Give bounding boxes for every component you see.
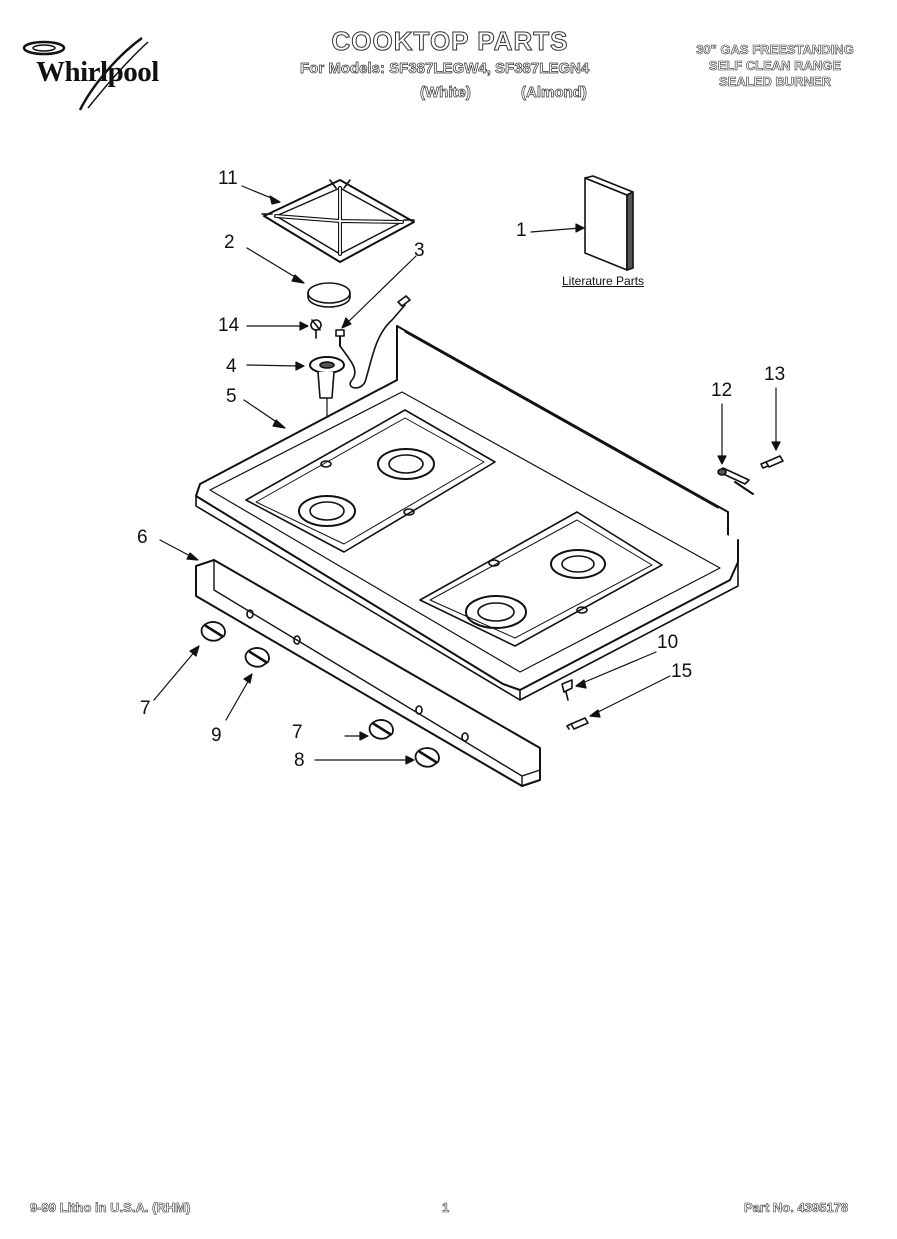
callout-5: 5 xyxy=(226,386,237,407)
callout-9: 9 xyxy=(211,725,222,746)
variant-white: (White) xyxy=(420,84,472,102)
control-knob xyxy=(414,747,440,768)
variant-almond: (Almond) xyxy=(521,84,588,102)
callout-7: 7 xyxy=(140,698,151,719)
control-knob xyxy=(368,719,394,740)
burner-screw xyxy=(310,319,322,339)
callout-14: 14 xyxy=(218,315,240,336)
hinge-bracket xyxy=(717,467,754,495)
callout-10: 10 xyxy=(657,632,679,653)
page-number: 1 xyxy=(442,1200,450,1216)
control-panel-strip xyxy=(195,559,541,787)
callout-2: 2 xyxy=(224,232,235,253)
brand-name: Whirlpool xyxy=(36,56,159,88)
spark-igniter xyxy=(335,295,411,389)
control-knob xyxy=(244,647,270,668)
print-info: 9-99 Litho in U.S.A. (RHM) xyxy=(30,1200,191,1216)
spring-clip xyxy=(561,679,573,701)
part-number: Part No. 4395178 xyxy=(744,1200,849,1216)
spec-line: SELF CLEAN RANGE xyxy=(708,58,842,74)
burner-grate xyxy=(261,179,415,263)
callout-4: 4 xyxy=(226,356,237,377)
color-variants: (White) (Almond) xyxy=(420,84,588,102)
callout-11: 11 xyxy=(218,168,238,189)
callout-7: 7 xyxy=(292,722,303,743)
spec-block: 30" GAS FREESTANDING SELF CLEAN RANGE SE… xyxy=(660,42,890,90)
control-knobs xyxy=(200,621,440,768)
mounting-bolt xyxy=(760,455,784,469)
spec-line: 30" GAS FREESTANDING xyxy=(696,42,854,58)
models-line: For Models: SF387LEGW4, SF387LEGN4 xyxy=(300,60,590,78)
literature-booklet xyxy=(584,175,634,271)
callout-8: 8 xyxy=(294,750,305,771)
callout-1: 1 xyxy=(516,220,527,241)
callout-3: 3 xyxy=(414,240,425,261)
control-knob xyxy=(200,621,226,642)
whirlpool-logo: Whirlpool xyxy=(22,36,182,116)
literature-parts-caption: Literature Parts xyxy=(562,274,645,288)
panel-screw xyxy=(566,717,589,730)
burner-cap xyxy=(307,282,351,308)
callout-6: 6 xyxy=(137,527,148,548)
callout-12: 12 xyxy=(711,380,733,401)
whirlpool-swirl-icon xyxy=(22,36,149,111)
callout-13: 13 xyxy=(764,364,786,385)
leader-lines xyxy=(153,185,781,765)
spec-line: SEALED BURNER xyxy=(719,74,832,90)
callout-15: 15 xyxy=(671,661,693,682)
cooktop-main-top xyxy=(195,325,739,701)
page-title: COOKTOP PARTS xyxy=(331,26,569,57)
